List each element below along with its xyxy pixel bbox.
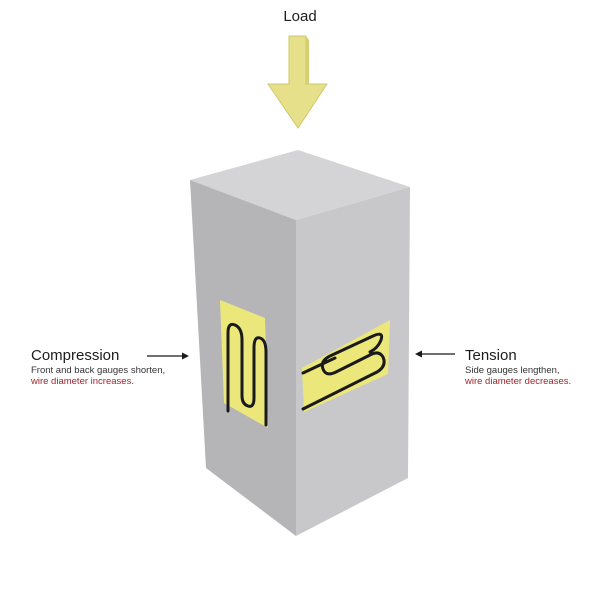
- block-top-face: [190, 150, 410, 220]
- tension-wire-note: wire diameter decreases.: [465, 376, 572, 387]
- tension-strain-gauge: [301, 320, 390, 412]
- compression-strain-gauge: [220, 300, 268, 428]
- compression-description: Front and back gauges shorten,: [31, 365, 166, 376]
- tension-title: Tension: [465, 347, 517, 364]
- tension-annotation: Tension Side gauges lengthen, wire diame…: [465, 347, 600, 387]
- tension-description: Side gauges lengthen,: [465, 365, 560, 376]
- compression-annotation: Compression Front and back gauges shorte…: [31, 347, 221, 387]
- load-label: Load: [283, 8, 317, 25]
- compression-title: Compression: [31, 347, 120, 364]
- compression-gauge-wire: [226, 322, 268, 427]
- compression-wire-note: wire diameter increases.: [31, 376, 134, 387]
- compression-pointer-arrow: [147, 352, 189, 360]
- tension-gauge-wire: [301, 332, 386, 411]
- tension-pointer-arrow: [415, 350, 455, 358]
- load-arrow: [267, 35, 328, 129]
